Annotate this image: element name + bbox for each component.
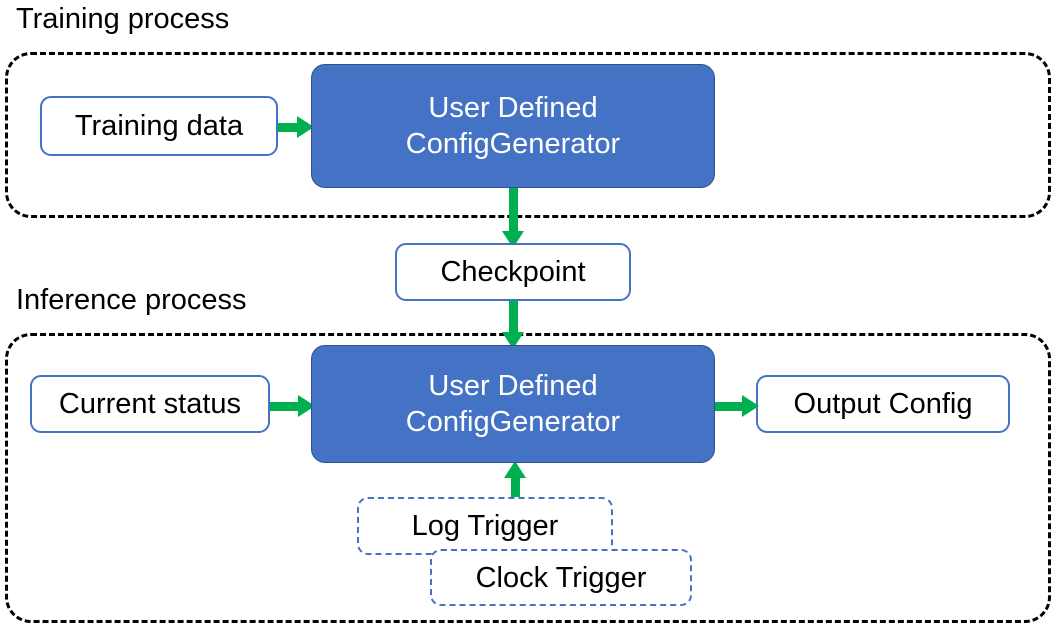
node-inference-config-generator-line1: User Defined <box>428 370 598 402</box>
arrow-shaft <box>509 186 518 234</box>
training-process-container <box>5 52 1051 218</box>
node-inference-config-generator[interactable]: User Defined ConfigGenerator <box>311 345 715 463</box>
inference-process-container <box>5 333 1051 623</box>
inference-process-title: Inference process <box>16 284 247 316</box>
training-process-title: Training process <box>16 3 230 35</box>
node-checkpoint[interactable]: Checkpoint <box>395 243 631 301</box>
arrow-head-up-icon <box>504 461 526 478</box>
arrow-checkpoint-to-inference-generator <box>498 299 528 349</box>
arrow-head-right-icon <box>297 116 314 138</box>
arrow-shaft <box>278 123 300 132</box>
node-checkpoint-label: Checkpoint <box>440 256 586 288</box>
arrow-head-right-icon <box>742 395 759 417</box>
arrow-training-generator-to-checkpoint <box>498 186 528 248</box>
node-training-data[interactable]: Training data <box>40 96 278 156</box>
arrow-shaft <box>509 299 518 335</box>
node-output-config-label: Output Config <box>793 388 973 420</box>
arrow-triggers-to-inference-generator <box>500 461 530 504</box>
node-training-data-label: Training data <box>74 110 244 142</box>
node-current-status[interactable]: Current status <box>30 375 270 433</box>
arrow-current-status-to-inference-generator <box>270 391 315 421</box>
arrow-head-down-icon <box>502 332 524 349</box>
arrow-head-right-icon <box>298 395 315 417</box>
node-output-config[interactable]: Output Config <box>756 375 1010 433</box>
node-training-config-generator[interactable]: User Defined ConfigGenerator <box>311 64 715 188</box>
node-inference-config-generator-line2: ConfigGenerator <box>405 406 621 438</box>
node-log-trigger[interactable]: Log Trigger <box>357 497 613 555</box>
node-log-trigger-label: Log Trigger <box>411 510 559 542</box>
arrow-shaft <box>270 402 300 411</box>
arrow-inference-generator-to-output-config <box>714 391 759 421</box>
node-clock-trigger[interactable]: Clock Trigger <box>430 549 692 606</box>
arrow-training-data-to-config-generator <box>278 112 314 142</box>
node-training-config-generator-line1: User Defined <box>428 92 598 124</box>
node-clock-trigger-label: Clock Trigger <box>475 561 647 594</box>
node-current-status-label: Current status <box>58 388 242 420</box>
node-training-config-generator-line2: ConfigGenerator <box>405 128 621 160</box>
arrow-shaft <box>511 474 520 504</box>
arrow-shaft <box>714 402 744 411</box>
